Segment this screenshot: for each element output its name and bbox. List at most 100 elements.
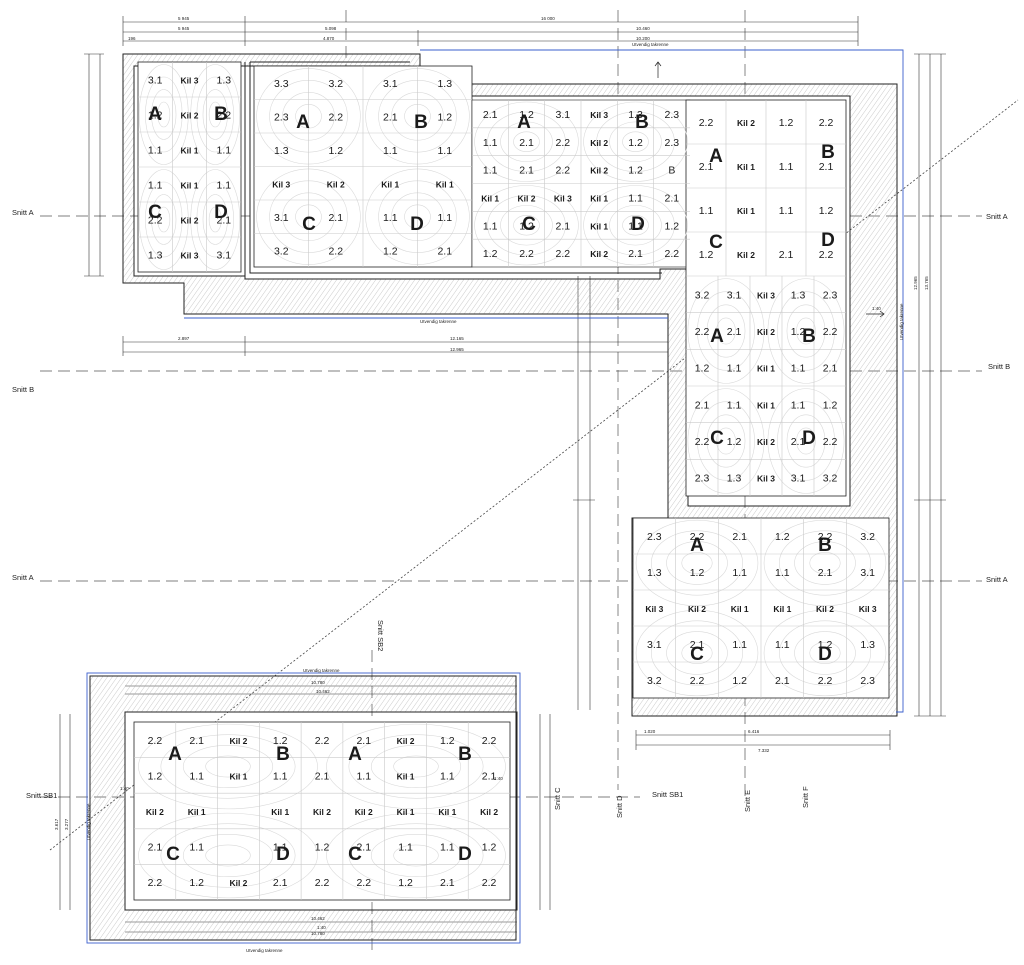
section-label-a-left: Snitt A xyxy=(12,208,34,217)
cell-label: 1.1 xyxy=(732,567,747,579)
cell-label: 1.2 xyxy=(628,137,643,149)
cell-label: 2.1 xyxy=(791,436,806,448)
cell-label: 1.1 xyxy=(775,639,790,651)
wedge-label: Kil 1 xyxy=(481,193,499,203)
dim-garage-top-2: 10.462 xyxy=(316,689,330,694)
cell-label: 1.2 xyxy=(727,436,742,448)
wedge-label: Kil 2 xyxy=(229,878,247,888)
cell-label: 1.1 xyxy=(437,145,452,157)
cell-label: 1.1 xyxy=(628,192,643,204)
section-label-a2-right: Snitt A xyxy=(986,575,1008,584)
cell-label: 2.1 xyxy=(699,161,714,173)
cell-label: 1.1 xyxy=(273,842,288,854)
zone-letter-a: A xyxy=(709,146,723,167)
slope-arrow-right xyxy=(866,310,885,318)
zone-letter-b: B xyxy=(414,112,428,133)
cell-label: 2.1 xyxy=(482,770,497,782)
cell-label: 2.1 xyxy=(727,326,742,338)
cell-label: 1.2 xyxy=(189,877,204,889)
cell-label: 2.2 xyxy=(356,877,371,889)
slope-label-garage-left: 1:40 xyxy=(120,786,129,791)
section-label-f: Snitt F xyxy=(801,786,810,808)
zone-letter-c: C xyxy=(522,214,536,235)
dim-top-left-2: 5 945 xyxy=(178,26,190,31)
wedge-label: Kil 2 xyxy=(590,249,608,259)
garage-roof-gutter xyxy=(86,672,521,944)
cell-label: 3.2 xyxy=(647,675,662,687)
cell-label: 2.2 xyxy=(819,249,834,261)
drainage-rings-V1 xyxy=(687,278,845,494)
drainage-rings-C xyxy=(474,101,688,266)
cell-label: 1.2 xyxy=(695,363,710,375)
cell-label: 2.2 xyxy=(690,531,705,543)
cell-label: 2.1 xyxy=(819,161,834,173)
dim-top-edge: 196 xyxy=(128,36,136,41)
zone-letter-c: C xyxy=(166,844,180,865)
wedge-label: Kil 1 xyxy=(381,179,399,189)
cell-label: 2.2 xyxy=(315,877,330,889)
slope-label-garage-bottom: 1:40 xyxy=(317,925,326,930)
cell-label: 3.2 xyxy=(860,531,875,543)
zone-letter-c: C xyxy=(148,202,162,223)
cell-label: 2.1 xyxy=(273,877,288,889)
wedge-label: Kil 2 xyxy=(757,327,775,337)
cell-label: 1.2 xyxy=(440,735,455,747)
dim-top-left: 5 945 xyxy=(178,16,190,21)
cell-label: 3.3 xyxy=(274,78,289,90)
cell-label: 1.3 xyxy=(148,250,163,262)
cell-label: 2.1 xyxy=(519,165,534,177)
cell-label: 1.1 xyxy=(356,770,371,782)
dim-top-right: 10.460 xyxy=(636,26,650,31)
cell-label: 1.1 xyxy=(732,639,747,651)
cell-label: 1.1 xyxy=(398,842,413,854)
wedge-label: Kil 1 xyxy=(737,162,755,172)
cell-label: 2.1 xyxy=(440,877,455,889)
zone-letter-a: A xyxy=(296,112,310,133)
garage-roof-hatch xyxy=(89,675,518,941)
drainage-rings-S xyxy=(635,519,887,697)
cell-label: 2.1 xyxy=(628,248,643,260)
dim-garage-left-2: 3.277 xyxy=(64,818,69,830)
cell-label: 1.1 xyxy=(148,180,163,192)
wedge-label: Kil 1 xyxy=(436,179,454,189)
dim-garage-bottom-2: 10.780 xyxy=(311,931,325,936)
wedge-label: Kil 3 xyxy=(554,193,572,203)
wedge-label: Kil 2 xyxy=(757,437,775,447)
zone-letter-a: A xyxy=(710,326,724,347)
zone-letter-a: A xyxy=(168,744,182,765)
dim-bottom-right: 6.416 xyxy=(748,729,760,734)
wedge-label: Kil 1 xyxy=(188,807,206,817)
wedge-label: Kil 1 xyxy=(757,400,775,410)
cell-label: 2.2 xyxy=(695,436,710,448)
cell-label: 2.1 xyxy=(356,842,371,854)
wedge-label: Kil 3 xyxy=(757,290,775,300)
zone-letter-d: D xyxy=(821,230,835,251)
dim-top-right-2: 10.200 xyxy=(636,36,650,41)
cell-label: 3.1 xyxy=(217,250,232,262)
cell-label: 1.2 xyxy=(148,770,163,782)
wedge-label: Kil 1 xyxy=(181,146,199,156)
cell-label: 3.1 xyxy=(791,473,806,485)
cell-label: 3.2 xyxy=(695,289,710,301)
section-label-sb1-right: Snitt SB1 xyxy=(652,790,683,799)
zone-letter-b: B xyxy=(276,744,290,765)
wedge-label: Kil 2 xyxy=(816,604,834,614)
cell-label: 2.3 xyxy=(665,109,680,121)
wedge-label: Kil 2 xyxy=(590,138,608,148)
cell-label: 2.1 xyxy=(437,245,452,257)
cell-label: 1.1 xyxy=(217,145,232,157)
cell-label: 1.3 xyxy=(647,567,662,579)
cell-label: 3.1 xyxy=(727,289,742,301)
cell-label: 1.1 xyxy=(189,842,204,854)
zone-letter-b: B xyxy=(635,112,649,133)
section-label-sb1-left: Snitt SB1 xyxy=(26,791,57,800)
cell-label: 2.1 xyxy=(383,111,398,123)
cell-label: 2.2 xyxy=(699,117,714,129)
cell-label: 1.2 xyxy=(148,110,163,122)
zone-letter-c: C xyxy=(302,214,316,235)
garage-roof xyxy=(86,672,521,944)
cell-label: 1.2 xyxy=(328,145,343,157)
cell-label: 1.3 xyxy=(437,78,452,90)
cell-label: 2.3 xyxy=(274,111,289,123)
cell-label: 3.1 xyxy=(383,78,398,90)
